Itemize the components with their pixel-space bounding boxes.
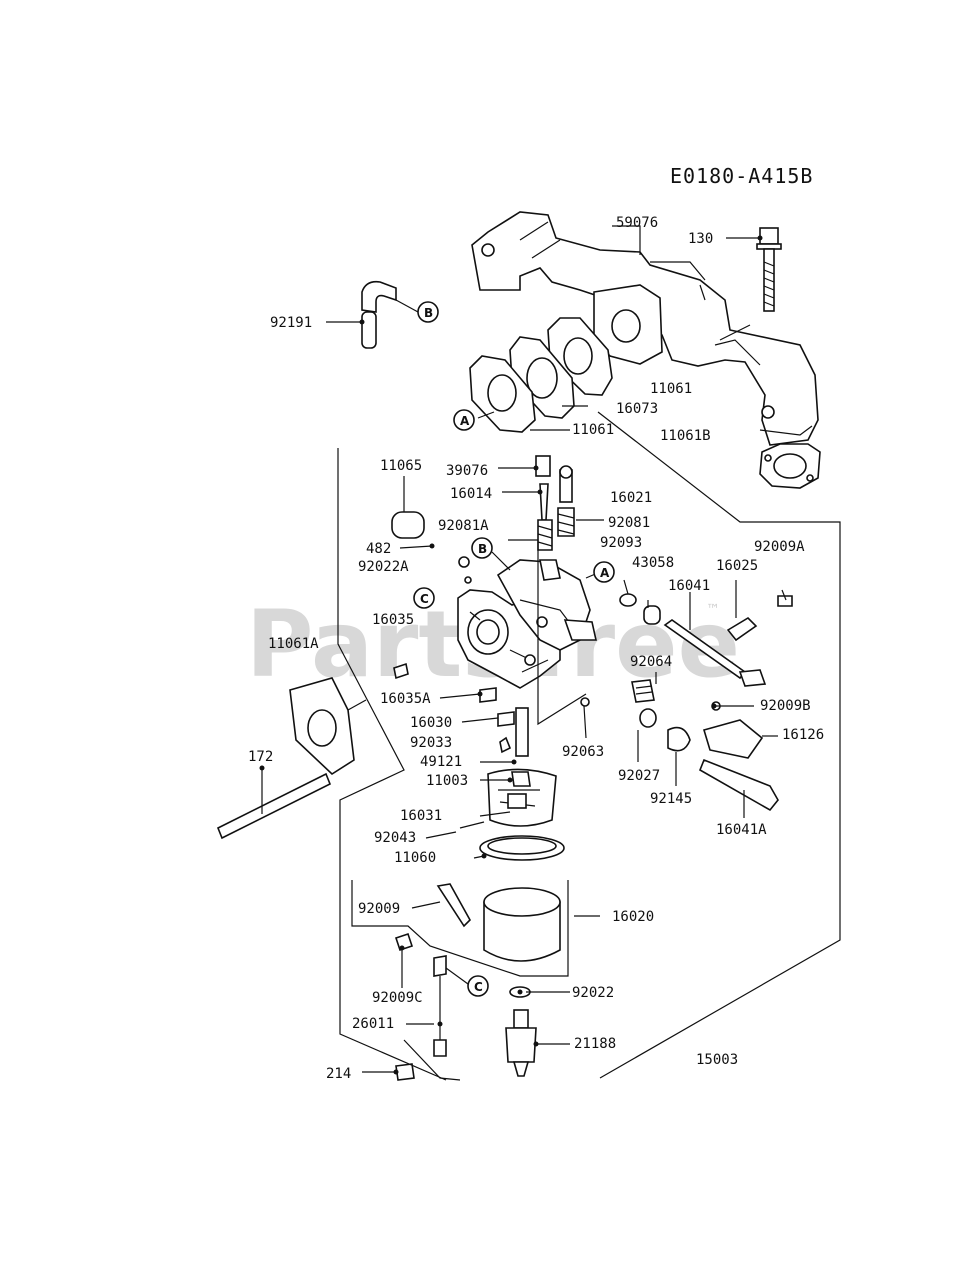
exhaust-manifold: [471, 211, 819, 446]
label-92009A: 92009A: [754, 539, 805, 555]
callout-b-upper: B: [424, 306, 433, 320]
leader-dots: [259, 235, 763, 1075]
gasket-11061-right: [759, 443, 821, 489]
label-11061A: 11061A: [268, 636, 319, 652]
label-16031: 16031: [400, 808, 442, 824]
label-21188: 21188: [574, 1036, 616, 1052]
label-16014: 16014: [450, 486, 492, 502]
elbow-pipe-92191: [361, 280, 397, 349]
label-11060: 11060: [394, 850, 436, 866]
label-39076: 39076: [446, 463, 488, 479]
label-92043: 92043: [374, 830, 416, 846]
label-16126: 16126: [782, 727, 824, 743]
leader-lines: [261, 225, 841, 1081]
callout-circle-c-lower: [467, 975, 489, 997]
small-parts: [216, 455, 793, 1081]
watermark-trademark: ™: [706, 602, 720, 618]
label-16025: 16025: [716, 558, 758, 574]
label-92191: 92191: [270, 315, 312, 331]
gasket-16073: [469, 317, 613, 433]
solenoid-21188: [505, 1009, 537, 1077]
callout-c-upper: C: [420, 592, 429, 606]
label-92081: 92081: [608, 515, 650, 531]
label-482: 482: [366, 541, 391, 557]
callout-a-upper: A: [460, 414, 470, 428]
label-11061-upper: 11061: [650, 381, 692, 397]
label-11061-lower: 11061: [572, 422, 614, 438]
part-labels: 59076 130 92191 11061 16073 11061 11061B…: [248, 215, 824, 1082]
bolt-130: [756, 227, 782, 312]
callout-a-lower: A: [600, 566, 610, 580]
label-92145: 92145: [650, 791, 692, 807]
callout-circle-a-lower: [593, 561, 615, 583]
label-92022A: 92022A: [358, 559, 409, 575]
label-16020: 16020: [612, 909, 654, 925]
label-16041A: 16041A: [716, 822, 767, 838]
label-92064: 92064: [630, 654, 672, 670]
callout-circle-b-lower: [471, 537, 493, 559]
callout-circle-c-upper: [413, 587, 435, 609]
label-26011: 26011: [352, 1016, 394, 1032]
callout-circle-b-upper: [417, 301, 439, 323]
callout-circle-a-upper: [453, 409, 475, 431]
label-43058: 43058: [632, 555, 674, 571]
label-92093: 92093: [600, 535, 642, 551]
label-16021: 16021: [610, 490, 652, 506]
label-15003: 15003: [696, 1052, 738, 1068]
callout-c-lower: C: [474, 980, 483, 994]
diagram-code: E0180-A415B: [670, 164, 813, 188]
label-16073: 16073: [616, 401, 658, 417]
label-130: 130: [688, 231, 713, 247]
label-16035: 16035: [372, 612, 414, 628]
label-92081A: 92081A: [438, 518, 489, 534]
label-92022: 92022: [572, 985, 614, 1001]
callouts: B A B A C C: [413, 301, 615, 997]
float-16031: [487, 768, 557, 827]
label-49121: 49121: [420, 754, 462, 770]
label-92027: 92027: [618, 768, 660, 784]
label-16035A: 16035A: [380, 691, 431, 707]
label-214: 214: [326, 1066, 351, 1082]
label-59076: 59076: [616, 215, 658, 231]
label-16030: 16030: [410, 715, 452, 731]
carburetor-body: [457, 556, 597, 689]
callout-b-lower: B: [478, 542, 487, 556]
label-92009B: 92009B: [760, 698, 811, 714]
float-bowl-16020: [483, 887, 561, 962]
label-92063: 92063: [562, 744, 604, 760]
label-92009C: 92009C: [372, 990, 423, 1006]
label-92033: 92033: [410, 735, 452, 751]
label-11065: 11065: [380, 458, 422, 474]
label-11061B: 11061B: [660, 428, 711, 444]
label-172: 172: [248, 749, 273, 765]
label-16041: 16041: [668, 578, 710, 594]
label-92009: 92009: [358, 901, 400, 917]
gasket-11060: [479, 835, 565, 861]
label-11003: 11003: [426, 773, 468, 789]
